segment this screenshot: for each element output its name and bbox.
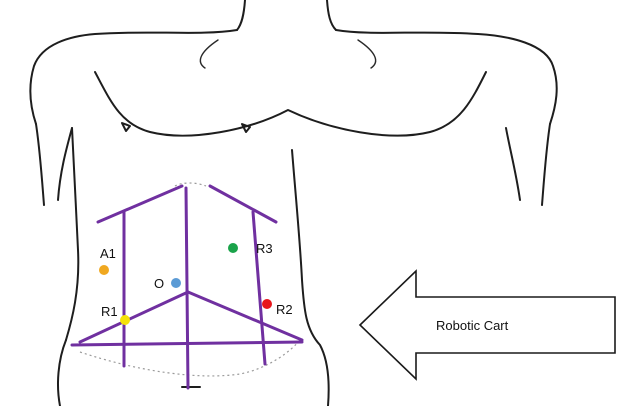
port-r1-label: R1 [101,304,118,319]
port-r3-label: R3 [256,241,273,256]
neck-left [237,0,245,30]
right-shoulder [336,30,557,124]
port-a1-marker [99,265,109,275]
hip-left [58,340,66,406]
robotic-cart-arrow: Robotic Cart [360,271,615,379]
port-o-marker [171,278,181,288]
left-shoulder [30,30,237,124]
neck-right [327,0,336,30]
midline [186,188,188,388]
robotic-cart-label: Robotic Cart [436,318,509,333]
lower-transverse-line [72,342,302,345]
right-arm-inner [506,128,520,200]
right-arm-outer [542,124,550,205]
left-diagonal-line [80,292,188,342]
torso-right-side-visible [292,150,329,406]
left-arm-outer [36,124,44,205]
left-arm-inner [58,128,72,200]
pectoral-line [95,72,486,136]
port-r1-marker [120,315,130,325]
left-costal-line [98,186,182,222]
port-r2-label: R2 [276,302,293,317]
collarbone-right [358,40,376,68]
collarbone-left [200,40,218,68]
nipple-left [122,123,130,131]
port-r3-marker [228,243,238,253]
torso-left-side [66,128,78,340]
port-a1-label: A1 [100,246,116,261]
port-r2-marker [262,299,272,309]
right-costal-line [210,186,276,222]
port-o-label: O [154,276,164,291]
port-marking-lines [72,186,302,388]
